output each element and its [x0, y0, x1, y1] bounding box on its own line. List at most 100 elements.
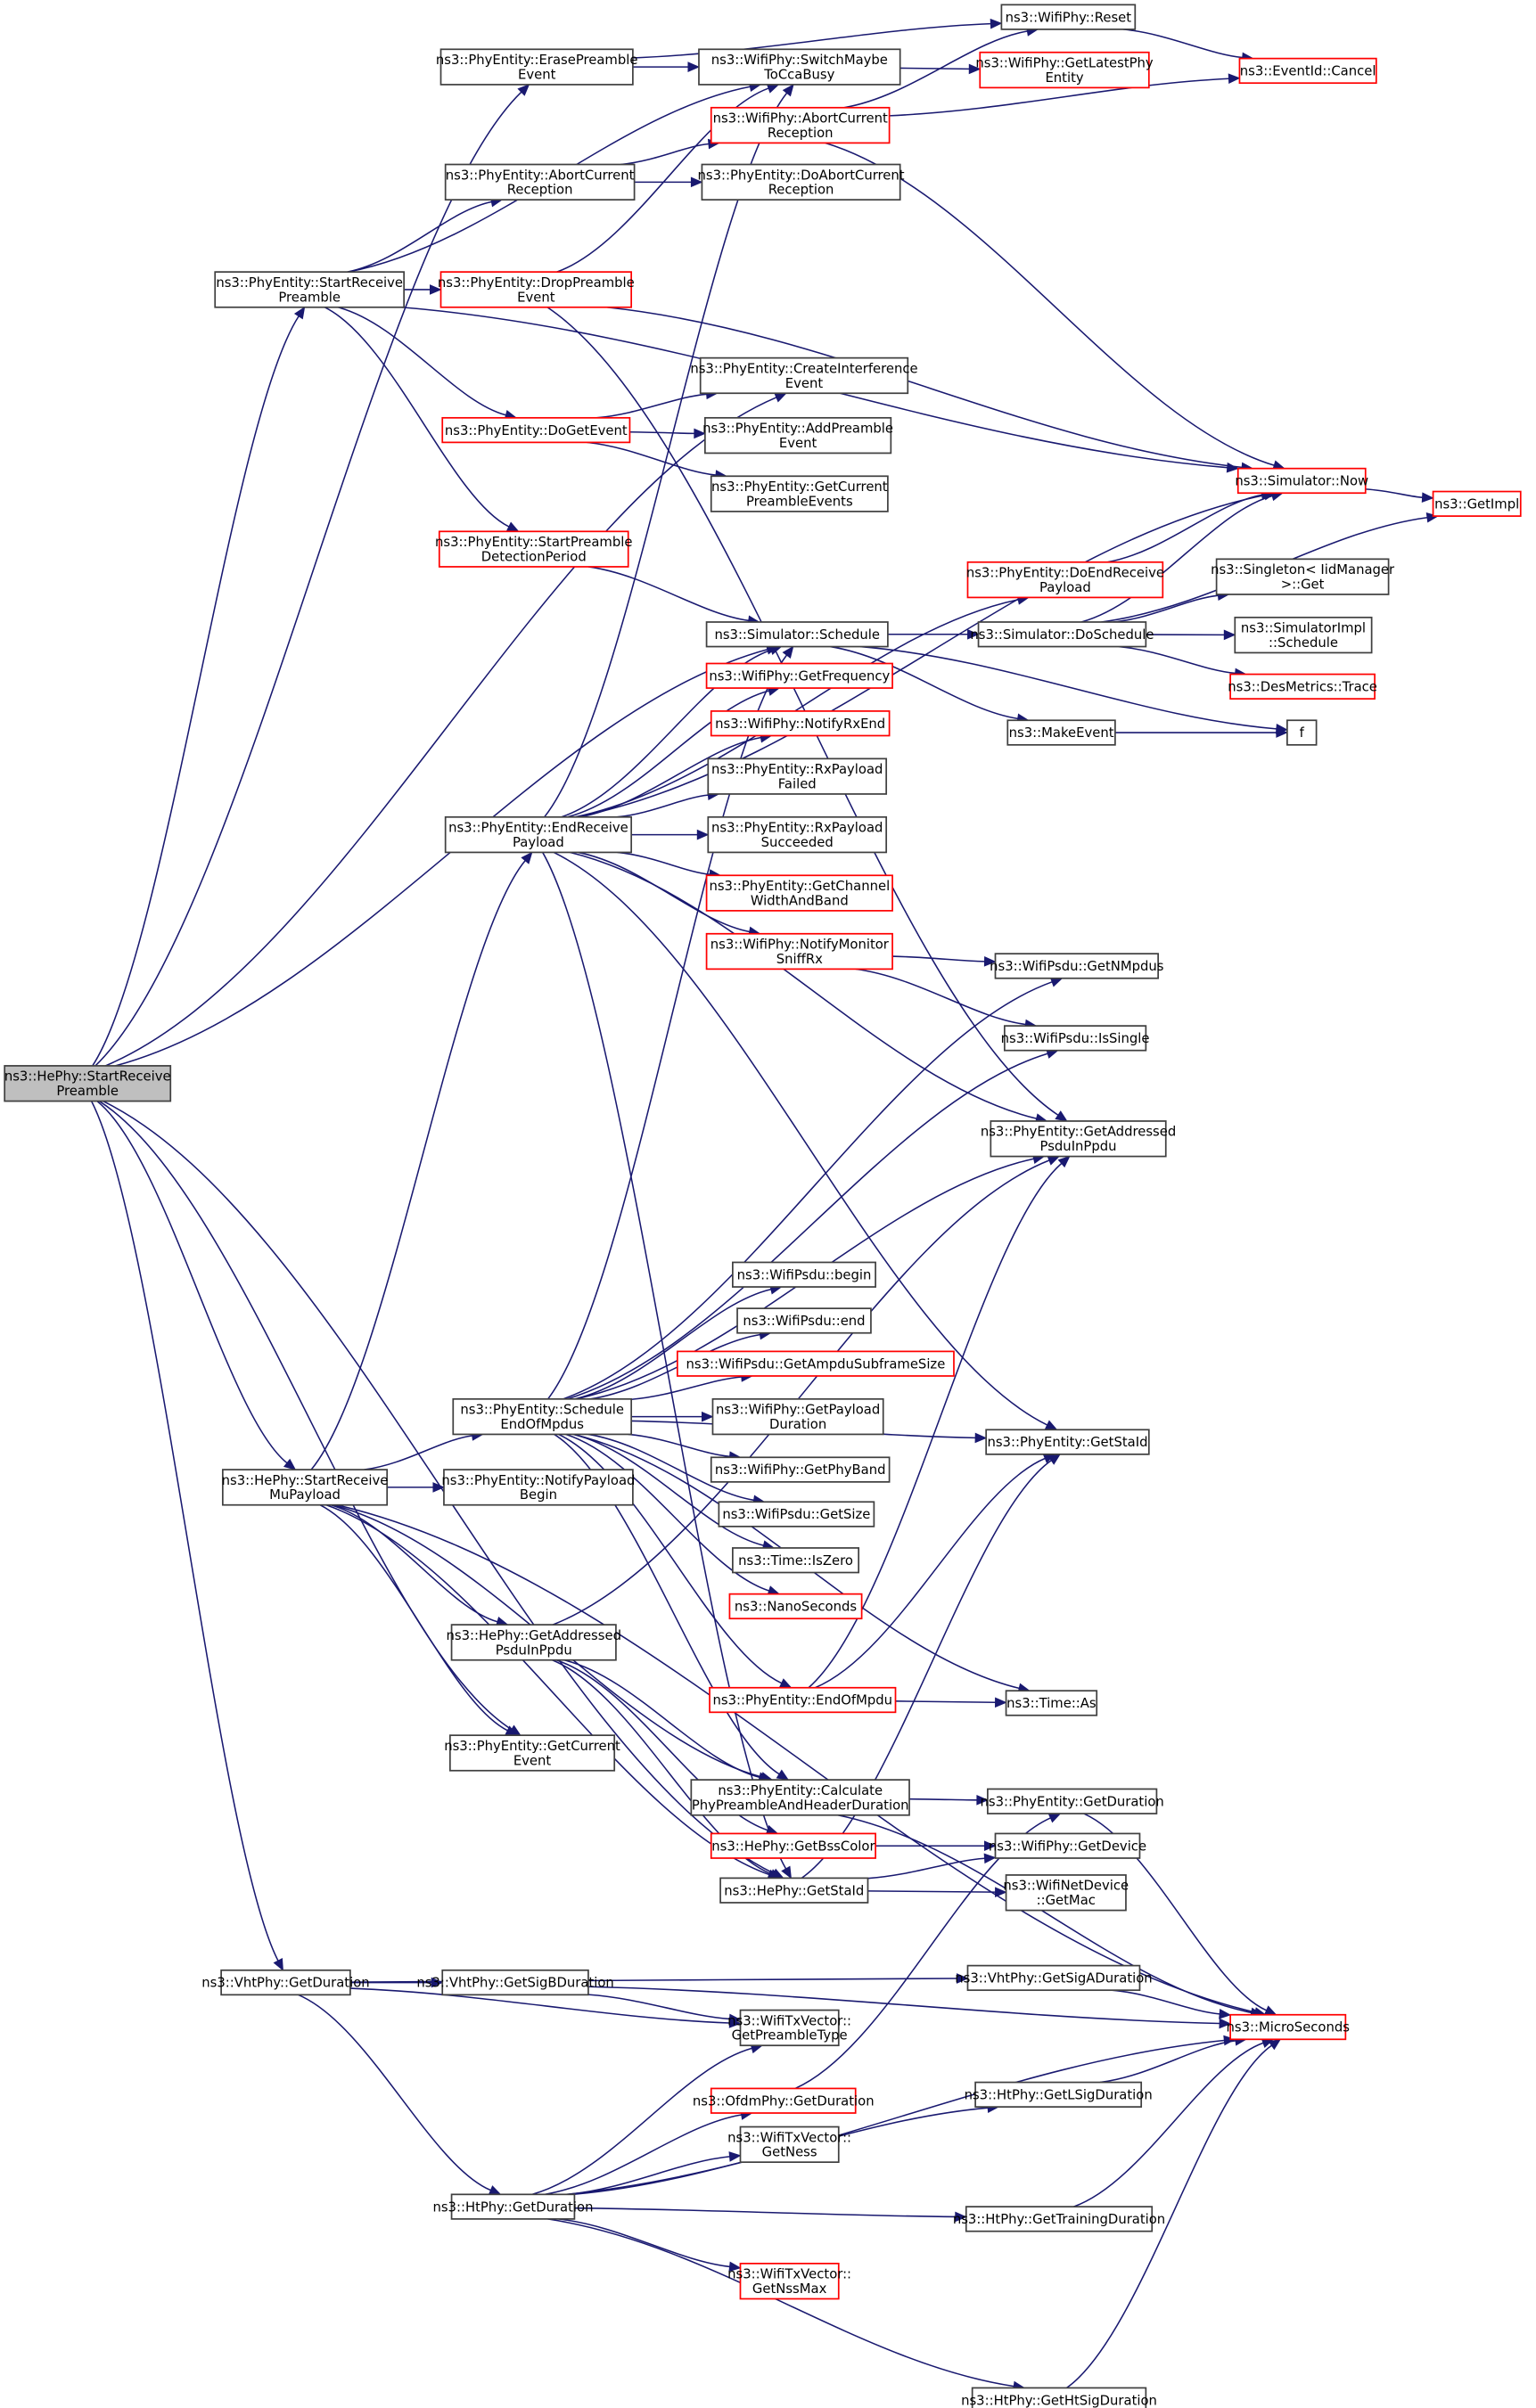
node-label: ns3::NanoSeconds: [735, 1600, 857, 1615]
edge-htdur-to-trainingdur: [574, 2207, 956, 2218]
edge-endofmpdu-to-timeas: [895, 1700, 996, 1704]
node-label: ns3::Time::As: [1006, 1696, 1097, 1711]
node-schedule[interactable]: ns3::Simulator::Schedule: [705, 621, 889, 648]
node-timeas[interactable]: ns3::Time::As: [1005, 1690, 1098, 1716]
node-pretype[interactable]: ns3::WifiTxVector::GetPreambleType: [727, 2009, 851, 2047]
node-getnmpdus[interactable]: ns3::WifiPsdu::GetNMpdus: [990, 953, 1164, 979]
node-ampdu[interactable]: ns3::WifiPsdu::GetAmpduSubframeSize: [676, 1350, 955, 1377]
node-label: ns3::SimulatorImpl: [1241, 621, 1366, 636]
node-reset[interactable]: ns3::WifiPhy::Reset: [1000, 4, 1137, 30]
node-nssmax[interactable]: ns3::WifiTxVector::GetNssMax: [727, 2263, 851, 2300]
node-label: ns3::PhyEntity::Calculate: [718, 1783, 883, 1798]
node-now[interactable]: ns3::Simulator::Now: [1235, 467, 1368, 495]
node-box: [710, 1456, 891, 1483]
edge-switchcca-to-latestphy: [899, 67, 970, 70]
arrowhead-htsigdur-to-micro: [1268, 2038, 1282, 2051]
edge-schedmpdus-to-endofmpdu: [558, 1433, 783, 1684]
edge-endrx-to-rxfailed: [616, 794, 709, 818]
edge-haddr-to-calcpre: [563, 1659, 760, 1778]
node-label: ns3::HePhy::GetBssColor: [711, 1839, 875, 1854]
node-calcpre[interactable]: ns3::PhyEntity::CalculatePhyPreambleAndH…: [690, 1779, 910, 1816]
edge-root-to-schedule: [115, 648, 768, 1067]
node-micro[interactable]: ns3::MicroSeconds: [1227, 2013, 1350, 2041]
node-trace[interactable]: ns3::DesMetrics::Trace: [1228, 673, 1377, 700]
node-box: [739, 2009, 840, 2047]
node-lsigdur[interactable]: ns3::HtPhy::GetLSigDuration: [965, 2081, 1153, 2108]
node-pgetdur[interactable]: ns3::PhyEntity::GetDuration: [981, 1788, 1164, 1814]
node-box: [221, 1469, 389, 1506]
node-box: [732, 1261, 876, 1288]
node-implsched[interactable]: ns3::SimulatorImpl::Schedule: [1234, 616, 1373, 654]
node-nano[interactable]: ns3::NanoSeconds: [728, 1593, 863, 1620]
node-getdevice[interactable]: ns3::WifiPhy::GetDevice: [989, 1832, 1146, 1859]
node-getimpl[interactable]: ns3::GetImpl: [1432, 490, 1522, 517]
node-label: ns3::WifiPsdu::GetNMpdus: [990, 959, 1163, 974]
node-issingle[interactable]: ns3::WifiPsdu::IsSingle: [1001, 1025, 1150, 1052]
edge-root-to-srp: [92, 315, 300, 1067]
node-htdur[interactable]: ns3::HtPhy::GetDuration: [432, 2193, 593, 2220]
node-f[interactable]: f: [1286, 719, 1318, 746]
node-cancel[interactable]: ns3::EventId::Cancel: [1238, 57, 1377, 85]
node-notifyrxend[interactable]: ns3::WifiPhy::NotifyRxEnd: [710, 710, 891, 737]
arrowhead-erase-to-reset: [990, 18, 1003, 29]
node-label: ns3::MicroSeconds: [1227, 2020, 1350, 2035]
node-ofdmdur[interactable]: ns3::OfdmPhy::GetDuration: [693, 2087, 875, 2114]
node-getsize[interactable]: ns3::WifiPsdu::GetSize: [718, 1501, 875, 1528]
node-trainingdur[interactable]: ns3::HtPhy::GetTrainingDuration: [953, 2206, 1165, 2232]
node-startdet[interactable]: ns3::PhyEntity::StartPreambleDetectionPe…: [435, 530, 632, 568]
node-iszero[interactable]: ns3::Time::IsZero: [732, 1547, 860, 1574]
edge-schedmpdus-to-nano: [565, 1433, 769, 1592]
node-phyband[interactable]: ns3::WifiPhy::GetPhyBand: [710, 1456, 891, 1483]
arrowhead-vhtdur-to-sigadur: [956, 1973, 969, 1984]
node-hstaid[interactable]: ns3::HePhy::GetStaId: [719, 1877, 869, 1904]
node-end[interactable]: ns3::WifiPsdu::end: [736, 1307, 872, 1334]
node-pstaid[interactable]: ns3::PhyEntity::GetStaId: [985, 1429, 1150, 1455]
node-vhtdur[interactable]: ns3::VhtPhy::GetDuration: [201, 1969, 370, 1996]
node-dogetevent[interactable]: ns3::PhyEntity::DoGetEvent: [441, 416, 631, 444]
node-begin[interactable]: ns3::WifiPsdu::begin: [732, 1261, 876, 1288]
node-sigbdur[interactable]: ns3::VhtPhy::GetSigBDuration: [416, 1969, 614, 1996]
node-htsigdur[interactable]: ns3::HtPhy::GetHtSigDuration: [961, 2387, 1157, 2408]
node-box: [439, 48, 634, 86]
node-getfreq[interactable]: ns3::WifiPhy::GetFrequency: [705, 662, 893, 689]
node-getness[interactable]: ns3::WifiTxVector::GetNess: [727, 2125, 851, 2164]
arrowhead-switchcca-to-latestphy: [968, 63, 982, 75]
node-getmac[interactable]: ns3::WifiNetDevice::GetMac: [1003, 1874, 1129, 1912]
node-label: ns3::PhyEntity::NotifyPayload: [441, 1473, 635, 1488]
node-bsscolor[interactable]: ns3::HePhy::GetBssColor: [710, 1832, 876, 1859]
edge-htsigdur-to-micro: [1066, 2044, 1272, 2389]
node-makeevent[interactable]: ns3::MakeEvent: [1006, 719, 1116, 746]
node-label: ns3::EventId::Cancel: [1240, 64, 1376, 79]
edge-muPayload-to-getcurevent: [319, 1504, 508, 1732]
node-doschedule[interactable]: ns3::Simulator::DoSchedule: [970, 621, 1154, 648]
node-singleton[interactable]: ns3::Singleton< IidManager>::Get: [1211, 558, 1395, 595]
node-endofmpdu[interactable]: ns3::PhyEntity::EndOfMpdu: [709, 1686, 897, 1714]
node-sigadur[interactable]: ns3::VhtPhy::GetSigADuration: [955, 1964, 1153, 1992]
node-box: [739, 2263, 840, 2300]
